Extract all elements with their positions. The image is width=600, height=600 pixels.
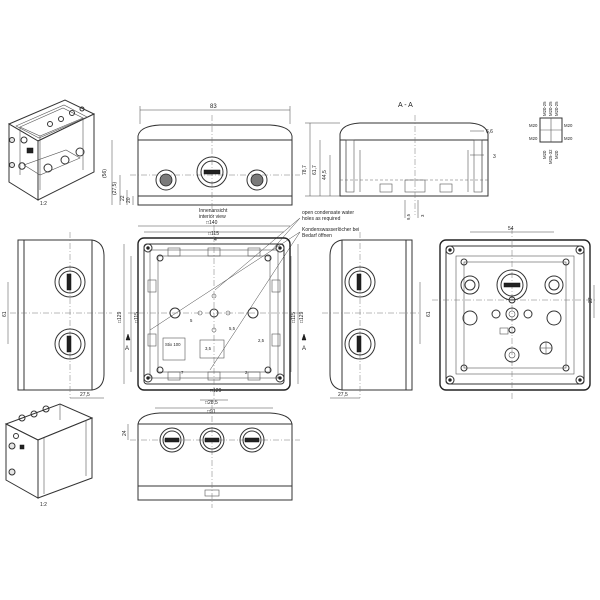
plan-dim-2: 2: [245, 370, 248, 375]
plan-dim-25: 2,5: [258, 338, 265, 343]
bottom-dim-24: 24: [122, 430, 128, 436]
iso-bottom-scale: 1:2: [40, 502, 47, 508]
right-dim-61: 61: [426, 311, 432, 317]
section-marker-right: A: [302, 346, 306, 352]
plan-dim-left-115: □115: [134, 312, 140, 323]
section-dim-66: 6,6: [486, 129, 493, 135]
front-gland-center: [196, 156, 228, 188]
section-marker-left: A: [125, 346, 129, 352]
plan-dim-140: □140: [206, 220, 218, 226]
iso-view-bottom: 1:2: [4, 403, 94, 508]
note-drain-en-1: open condensate water: [302, 210, 354, 216]
back-view: 54 27: [432, 226, 596, 400]
iso-view-top: 1:2: [7, 99, 96, 207]
right-gland-top: [344, 266, 376, 298]
bottom-view: 24: [122, 405, 300, 508]
bottom-gland-left: [159, 427, 185, 453]
notes: Innenansicht interior view open condensa…: [149, 208, 359, 371]
back-corner-screws: [445, 245, 585, 385]
left-side-view: 61 27,5: [2, 232, 112, 399]
entry-left-a: M20: [529, 123, 538, 128]
entry-bottom-1: M20: [542, 150, 547, 159]
right-side-view: 61 27,5: [322, 232, 432, 399]
section-title: A - A: [398, 102, 413, 109]
bottom-gland-right: [239, 427, 265, 453]
front-dim-56: (56): [102, 169, 108, 178]
front-gland-right: [246, 169, 268, 191]
section-dim-787: 78,7: [302, 165, 308, 175]
bottom-gland-center: [199, 427, 225, 453]
plan-dim-5: 5: [190, 318, 193, 323]
front-view-top: 83 (56) (27,5) 22 20: [102, 104, 300, 215]
section-view-a-a: A - A 78,7 61,7 44,5 6,6 3 9,5 3: [302, 102, 496, 220]
back-dim-27: 27: [588, 297, 594, 303]
entry-top-2: M20-25: [548, 101, 553, 116]
right-dim-275: 27,5: [338, 392, 348, 398]
left-gland-bottom: [54, 328, 86, 360]
front-width-label: 83: [210, 104, 217, 110]
entry-top-3: M20-25: [554, 101, 559, 116]
left-dim-275: 27,5: [80, 392, 90, 398]
plan-dim-7: 7: [181, 370, 184, 375]
entry-top-1: M20-25: [542, 101, 547, 116]
section-dim-445: 44,5: [322, 170, 328, 180]
plan-dim-right-115: □115: [291, 312, 297, 323]
plan-dim-285: □28,5: [205, 400, 218, 406]
note-interior-de: Innenansicht: [199, 208, 228, 214]
front-dim-275: (27,5): [112, 182, 118, 195]
entry-right-b: M20: [564, 136, 573, 141]
note-interior-en: interior view: [199, 214, 226, 220]
front-dim-20: 20: [126, 197, 132, 203]
plan-dim-left-129: □129: [117, 311, 123, 323]
plan-label-sticker: Stix 100: [165, 342, 181, 347]
plan-dim-4: 4: [214, 237, 217, 243]
plan-view: Stix 100 □140 □115 4 □129 □115 □129 □115…: [117, 220, 307, 415]
entry-bottom-2: M25-32: [548, 149, 553, 164]
plan-dim-35: 3,5: [205, 346, 212, 351]
right-gland-bottom: [344, 328, 376, 360]
left-gland-top: [54, 266, 86, 298]
section-dim-95: 9,5: [406, 213, 411, 220]
plan-corner-screws: [143, 243, 285, 383]
section-dim-3b: 3: [420, 214, 425, 217]
entry-left-b: M20: [529, 136, 538, 141]
plan-dim-115: □115: [208, 231, 219, 237]
plan-dim-91: □91: [207, 409, 216, 415]
back-gland-large: [496, 269, 528, 301]
note-drain-de-1: Kondenswasserlöcher bei: [302, 227, 359, 233]
note-drain-de-2: Bedarf öffnen: [302, 233, 332, 239]
section-dim-3: 3: [493, 154, 496, 160]
front-gland-left: [155, 169, 177, 191]
back-dim-54: 54: [508, 226, 514, 232]
plan-dim-129-bottom: □129: [210, 388, 222, 394]
note-drain-en-2: holes as required: [302, 216, 341, 222]
entry-map: M20-25 M20-25 M20-25 M20 M20 M20 M20 M20…: [529, 101, 573, 164]
iso-top-scale: 1:2: [40, 201, 47, 207]
left-dim-61: 61: [2, 311, 8, 317]
plan-dim-55: 5,5: [229, 326, 236, 331]
entry-right-a: M20: [564, 123, 573, 128]
entry-bottom-3: M20: [554, 150, 559, 159]
section-dim-617: 61,7: [312, 165, 318, 175]
plan-dim-right-129: □129: [299, 311, 305, 323]
front-dim-22: 22: [120, 195, 126, 201]
